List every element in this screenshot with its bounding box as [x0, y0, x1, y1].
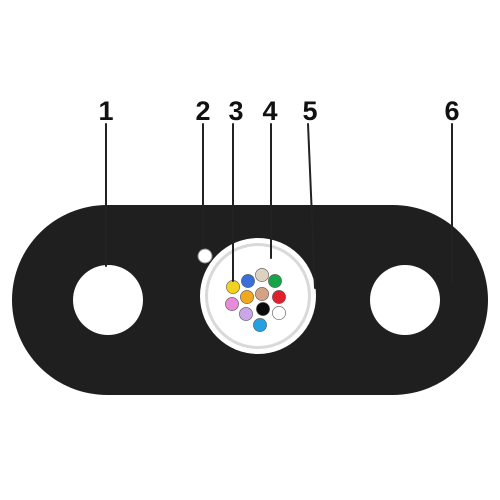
strength-member-left [73, 265, 143, 335]
strength-member-right [370, 265, 440, 335]
ripcord [197, 248, 213, 264]
optical-fibers [225, 268, 286, 332]
fiber-brown [255, 287, 269, 301]
fiber-black [256, 302, 270, 316]
fiber-blue [241, 274, 255, 288]
fiber-orange [240, 290, 254, 304]
fiber-natural [255, 268, 269, 282]
fiber-red [272, 290, 286, 304]
fiber-green [268, 274, 282, 288]
fiber-white [272, 306, 286, 320]
callout-label-1: 1 [98, 96, 113, 126]
leader-lines [105, 123, 453, 289]
callout-label-5: 5 [302, 96, 317, 126]
fiber-pink [225, 297, 239, 311]
fiber-violet [239, 307, 253, 321]
callout-label-4: 4 [262, 96, 277, 126]
callout-label-2: 2 [195, 96, 210, 126]
callout-label-6: 6 [444, 96, 459, 126]
fiber-aqua [253, 318, 267, 332]
callout-label-3: 3 [228, 96, 243, 126]
fiber-yellow [226, 280, 240, 294]
leader-line-5 [307, 123, 316, 289]
